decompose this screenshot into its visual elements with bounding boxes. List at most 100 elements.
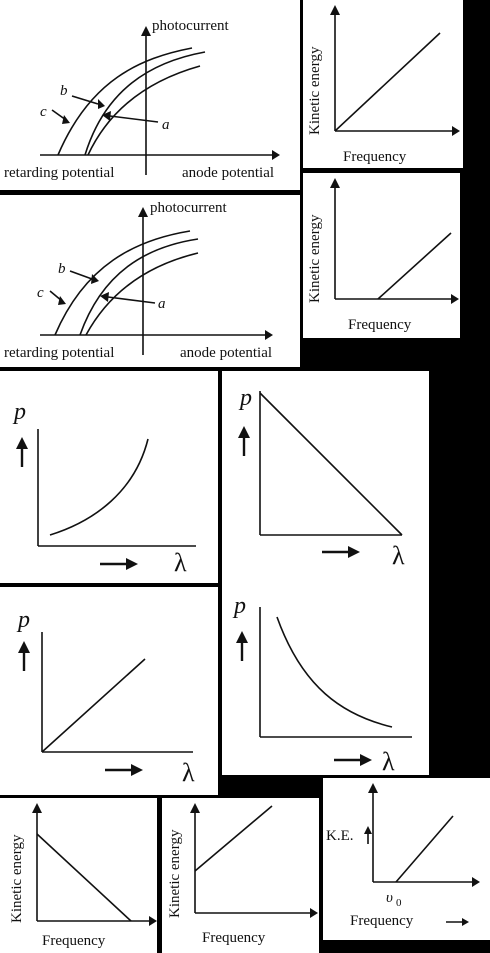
pointer-a-head xyxy=(102,111,111,121)
x-right-label: anode potential xyxy=(182,165,274,181)
p-graph-2: p λ xyxy=(222,371,429,577)
x-axis-arrowhead xyxy=(310,908,318,918)
curve-a xyxy=(87,65,201,156)
graph-line xyxy=(194,805,273,872)
frequency-small-arrow-head xyxy=(462,918,469,926)
up-arrow-head xyxy=(236,631,248,643)
p-graph-1-svg: p λ xyxy=(12,399,196,577)
threshold-label: υ xyxy=(386,890,393,906)
y-axis-label: Kinetic energy xyxy=(167,829,183,918)
curve-label-c: c xyxy=(40,104,47,120)
curve-c xyxy=(57,47,193,156)
ke-graph-bottom-1: Kinetic energy Frequency xyxy=(0,798,157,953)
x-axis-label: λ xyxy=(174,548,187,577)
right-arrow-head xyxy=(348,546,360,558)
threshold-subscript: 0 xyxy=(396,897,402,909)
pointer-b xyxy=(69,270,93,280)
pointer-b-head xyxy=(91,274,99,284)
y-axis-label: p xyxy=(16,607,30,633)
y-axis-arrowhead xyxy=(141,26,151,36)
ke-graph-bottom-3: K.E. υ 0 Frequency xyxy=(323,778,490,940)
x-axis-label: λ xyxy=(392,541,405,570)
x-axis-arrowhead xyxy=(452,126,460,136)
curve-a xyxy=(85,252,199,336)
ke-graph-bottom-3-svg: K.E. υ 0 Frequency xyxy=(326,783,480,929)
graph-line xyxy=(395,815,454,883)
graph-line xyxy=(334,32,441,132)
curve-label-c: c xyxy=(37,285,44,301)
x-left-label: retarding potential xyxy=(4,165,114,181)
ke-graph-bottom-2-svg: Kinetic energy Frequency xyxy=(167,803,318,946)
pointer-c-head xyxy=(58,296,66,305)
curve-b xyxy=(84,51,206,156)
ke-graph-top-1: Kinetic energy Frequency xyxy=(303,0,463,168)
y-axis-arrowhead xyxy=(32,803,42,813)
pointer-b-head xyxy=(98,99,105,109)
up-arrow-head xyxy=(16,437,28,449)
photocurrent-graph-2: photocurrent b c a retarding potential a… xyxy=(0,195,300,367)
y-axis-arrowhead xyxy=(368,783,378,793)
p-graph-4: p λ xyxy=(222,577,429,775)
curve-label-b: b xyxy=(58,261,66,277)
graph-line xyxy=(259,392,403,536)
up-arrow-head xyxy=(238,426,250,438)
pointer-a-head xyxy=(100,292,109,302)
y-axis-label: Kinetic energy xyxy=(307,214,323,303)
y-axis-arrowhead xyxy=(330,5,340,15)
y-axis-label: p xyxy=(232,593,246,619)
right-arrow-head xyxy=(360,754,372,766)
x-axis-label: Frequency xyxy=(350,913,414,929)
x-axis-arrowhead xyxy=(265,330,273,340)
y-axis-label: photocurrent xyxy=(150,200,227,216)
y-axis-label: p xyxy=(238,385,252,411)
pointer-a xyxy=(109,115,159,123)
right-arrow-head xyxy=(131,764,143,776)
y-axis-arrowhead xyxy=(190,803,200,813)
y-axis-label: p xyxy=(12,399,26,425)
graph-curve xyxy=(276,616,393,728)
y-axis-label: K.E. xyxy=(326,828,354,844)
x-axis-arrowhead xyxy=(451,294,459,304)
ke-graph-bottom-2: Kinetic energy Frequency xyxy=(162,798,319,953)
x-axis-label: λ xyxy=(182,758,195,787)
right-arrow-head xyxy=(126,558,138,570)
pointer-c-head xyxy=(62,115,70,124)
p-graph-3-svg: p λ xyxy=(16,607,195,787)
y-axis-label: Kinetic energy xyxy=(307,46,323,135)
up-arrow-head xyxy=(18,641,30,653)
ke-graph-top-1-svg: Kinetic energy Frequency xyxy=(307,5,460,165)
x-right-label: anode potential xyxy=(180,345,272,361)
x-axis-label: Frequency xyxy=(348,317,412,333)
x-axis-arrowhead xyxy=(272,150,280,160)
ke-graph-top-2-svg: Kinetic energy Frequency xyxy=(307,178,459,333)
p-graph-4-svg: p λ xyxy=(232,593,412,775)
x-axis-label: Frequency xyxy=(42,933,106,949)
ke-graph-top-2: Kinetic energy Frequency xyxy=(303,173,460,338)
x-axis-label: λ xyxy=(382,747,395,775)
photocurrent-graph-1: photocurrent b c a retarding potential a… xyxy=(0,0,300,190)
curve-label-b: b xyxy=(60,83,68,99)
curve-b xyxy=(79,238,199,336)
p-graph-2-svg: p λ xyxy=(238,385,405,570)
p-graph-1: p λ xyxy=(0,371,218,583)
graph-line xyxy=(36,833,132,922)
x-axis-arrowhead xyxy=(149,916,157,926)
x-axis-label: Frequency xyxy=(202,930,266,946)
curve-c xyxy=(54,230,191,336)
curve-label-a: a xyxy=(158,296,166,312)
y-axis-arrowhead xyxy=(330,178,340,188)
photocurrent-graph-1-svg: photocurrent b c a retarding potential a… xyxy=(4,18,280,181)
p-graph-3: p λ xyxy=(0,587,218,795)
y-axis-arrowhead xyxy=(138,207,148,217)
x-axis-label: Frequency xyxy=(343,149,407,165)
graph-line xyxy=(377,232,452,300)
pointer-b xyxy=(71,95,99,105)
graph-line xyxy=(41,658,146,753)
ke-small-arrow-head xyxy=(364,826,372,834)
photocurrent-graph-2-svg: photocurrent b c a retarding potential a… xyxy=(4,200,273,361)
pointer-a xyxy=(107,296,156,304)
ke-graph-bottom-1-svg: Kinetic energy Frequency xyxy=(9,803,157,949)
y-axis-label: Kinetic energy xyxy=(9,834,25,923)
curve-label-a: a xyxy=(162,117,170,133)
